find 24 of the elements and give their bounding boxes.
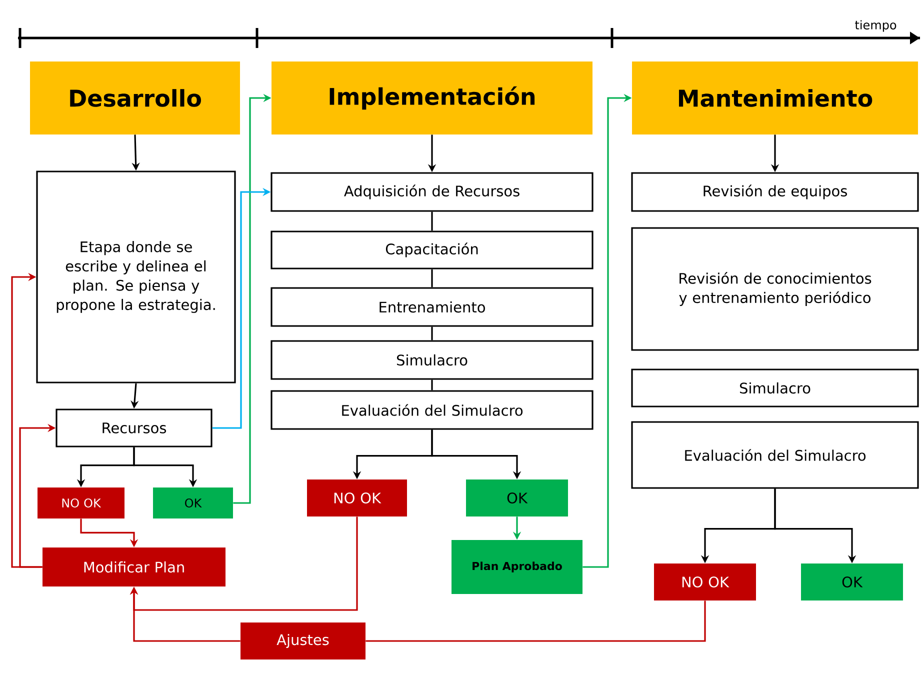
step-box: Recursos [56, 408, 212, 448]
result-box: Modificar Plan [42, 548, 226, 586]
step-box: Adquisición de Recursos [270, 172, 594, 212]
phase-box: Desarrollo [30, 62, 240, 134]
step-box: Evaluación del Simulacro [631, 421, 919, 489]
step-box: Etapa donde se escribe y delinea el plan. Se piensa y propone la estrategia. [36, 170, 236, 384]
step-box: Entrenamiento [270, 287, 594, 327]
axis-label: tiempo [855, 20, 896, 32]
result-box: NO OK [38, 488, 124, 518]
phase-box: Implementación [272, 62, 592, 134]
result-box: OK [466, 480, 568, 516]
step-box: Capacitación [270, 230, 594, 270]
result-box: Plan Aprobado [452, 540, 582, 594]
result-box: NO OK [654, 564, 756, 600]
step-box: Revisión de equipos [631, 172, 919, 212]
step-box: Simulacro [631, 368, 919, 408]
step-box: Simulacro [270, 340, 594, 380]
step-box: Evaluación del Simulacro [270, 390, 594, 430]
result-box: Ajustes [240, 622, 366, 660]
result-box: NO OK [307, 480, 407, 516]
result-box: OK [153, 488, 233, 518]
result-box: OK [801, 564, 903, 600]
phase-box: Mantenimiento [632, 62, 918, 134]
step-box: Revisión de conocimientos y entrenamiento periódico [631, 227, 919, 351]
